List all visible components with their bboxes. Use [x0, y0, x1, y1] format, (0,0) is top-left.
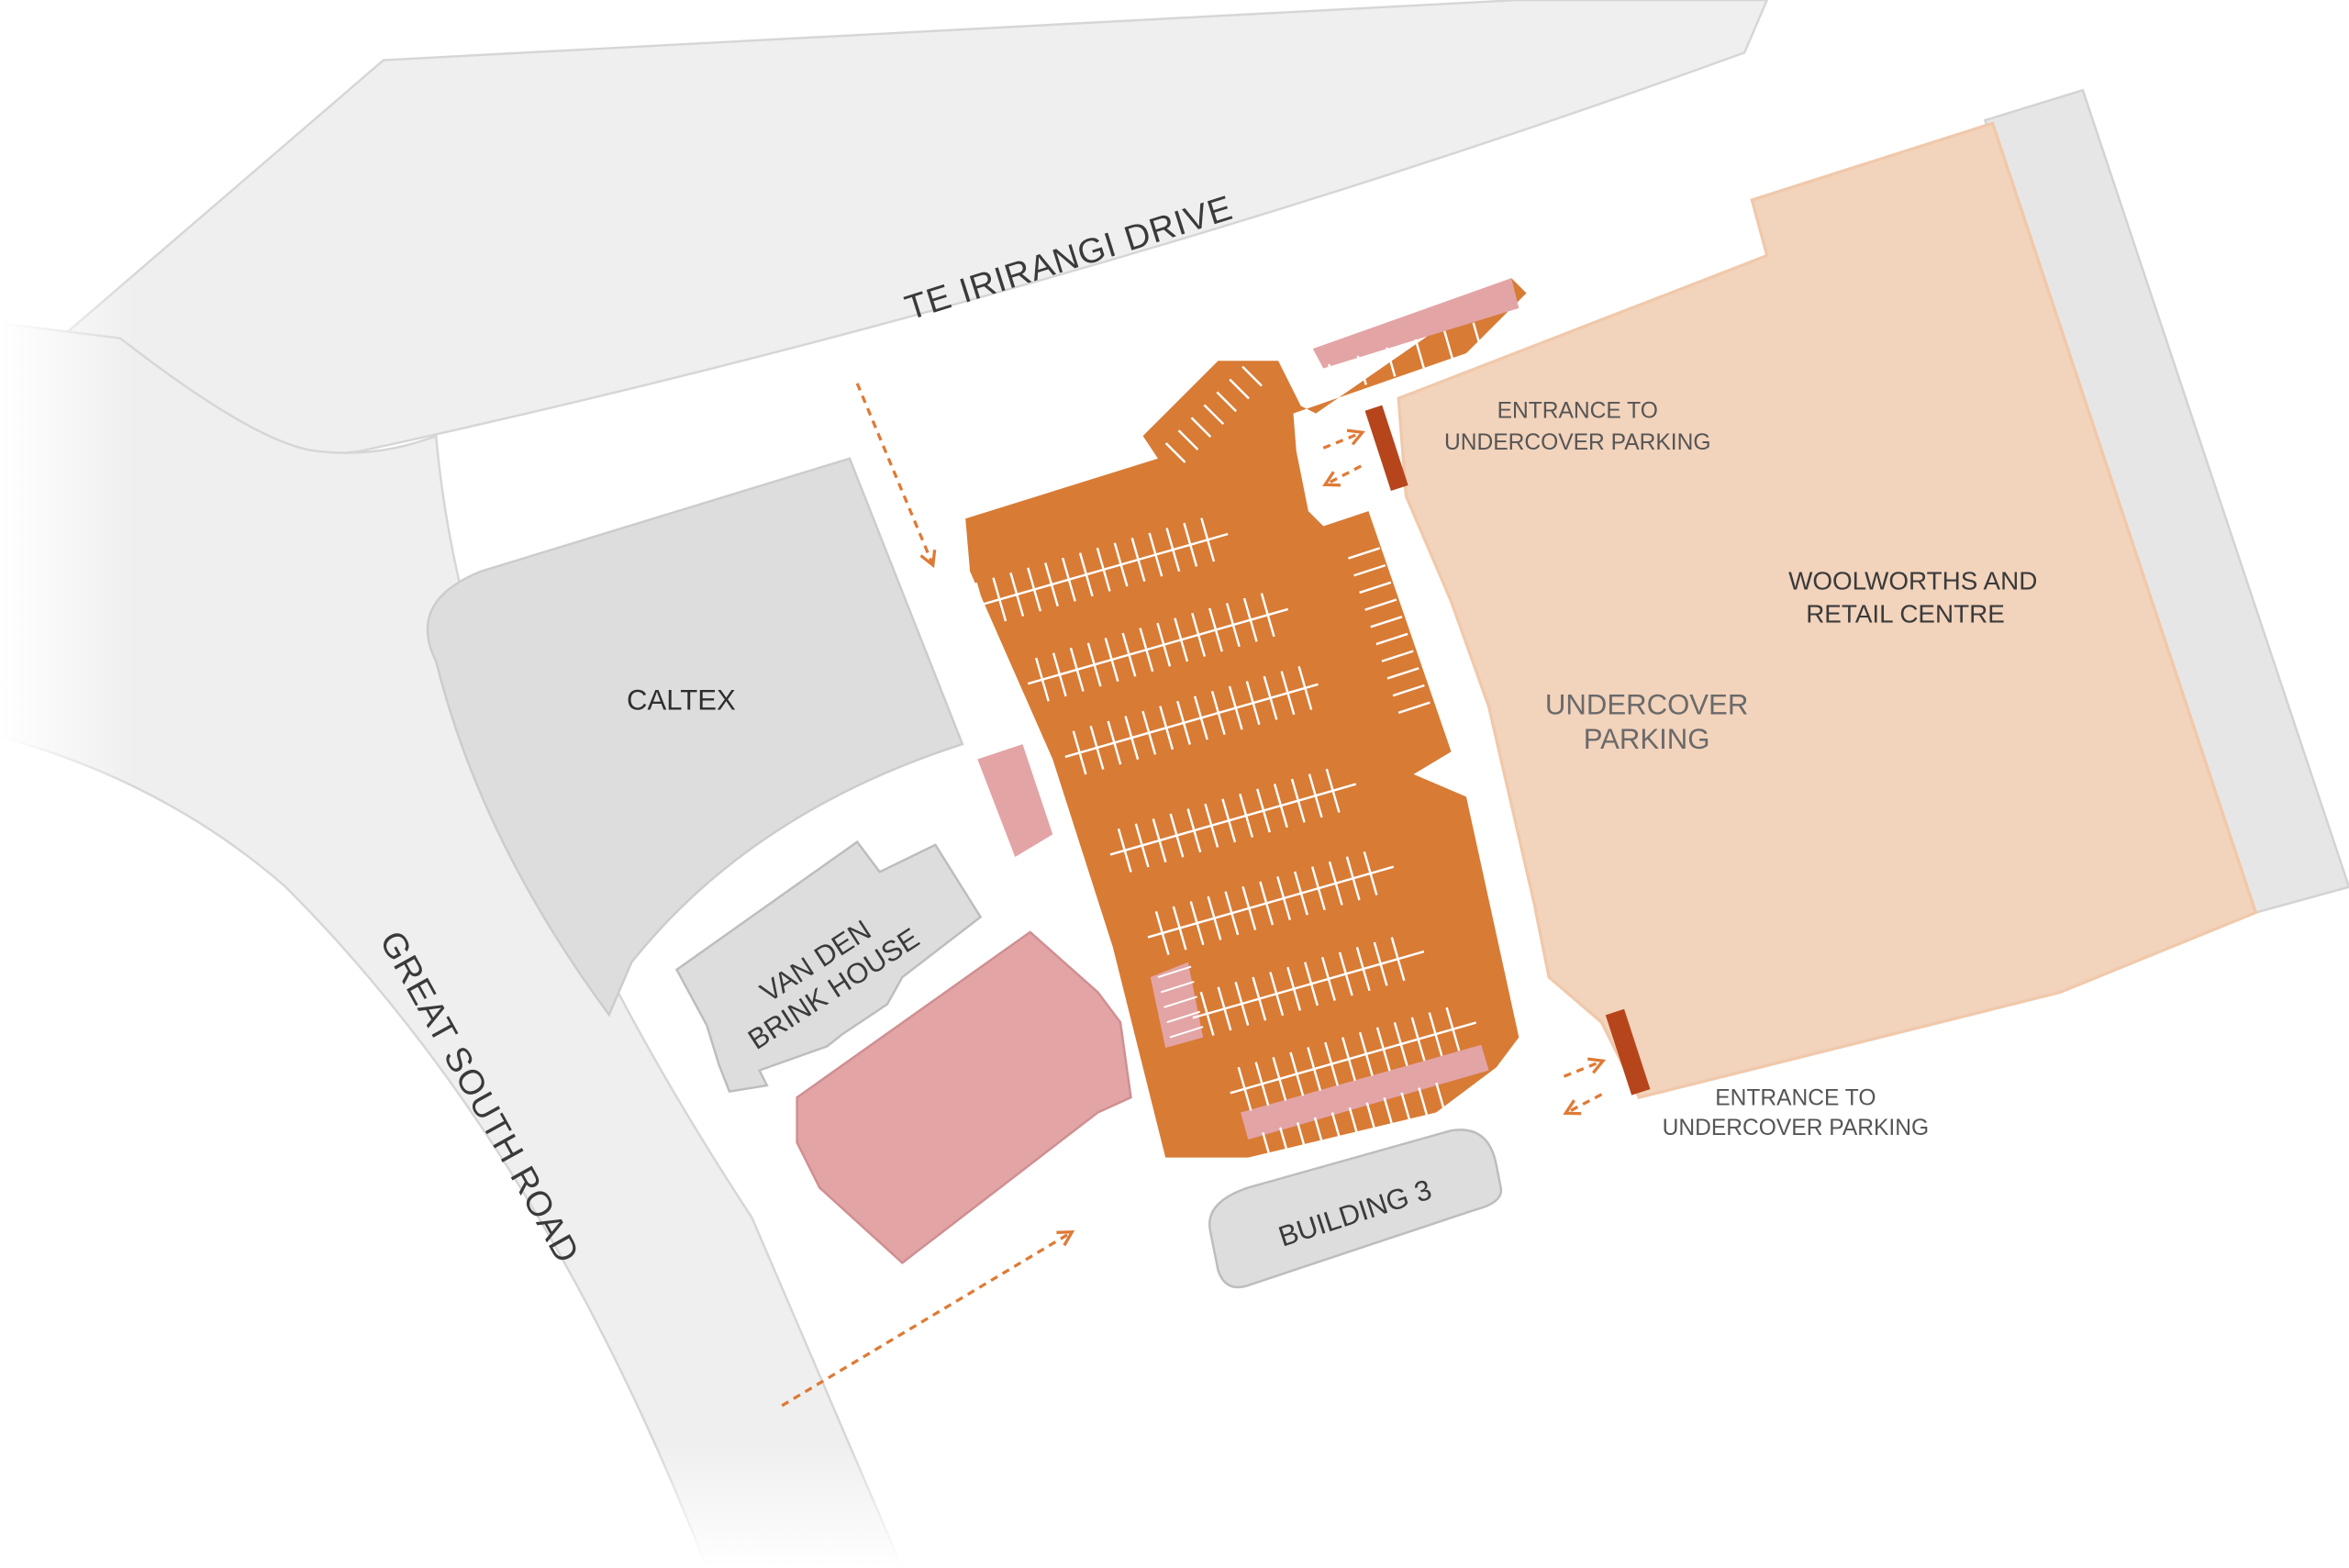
pink-parking-row-bottom	[1241, 1044, 1489, 1140]
access-arrows	[781, 383, 1603, 1407]
label-woolworths-line2: RETAIL CENTRE	[1806, 599, 2005, 628]
label-caltex: CALTEX	[627, 684, 736, 716]
arrow-from-te-irirangi	[855, 383, 932, 564]
parking-lot-surface	[965, 278, 1527, 1158]
arrow-bottom-out	[1567, 1093, 1603, 1113]
map-fade-left	[0, 225, 136, 857]
building-van-den-brink-house	[674, 840, 983, 1093]
entrance-bar-bottom	[1605, 1008, 1651, 1095]
arrow-top-in	[1322, 433, 1361, 450]
pink-building-large	[796, 930, 1132, 1264]
road-great-south-road	[0, 322, 904, 1568]
building-caltex	[426, 457, 964, 1018]
pink-parking-row-top	[1312, 278, 1520, 369]
label-undercover-line1: UNDERCOVER	[1545, 688, 1748, 720]
pink-areas	[796, 744, 1132, 1264]
label-entrance-top-line2: UNDERCOVER PARKING	[1444, 430, 1710, 455]
entrance-bar-top	[1364, 405, 1408, 491]
roads	[0, 0, 1769, 1568]
grey-buildings	[426, 457, 1503, 1289]
map-fade-bottom	[631, 1443, 963, 1568]
arrow-from-great-south-road	[781, 1233, 1071, 1407]
label-entrance-bottom-line2: UNDERCOVER PARKING	[1663, 1116, 1929, 1140]
arrow-top-out	[1327, 464, 1362, 484]
arrow-bottom-in	[1563, 1062, 1601, 1078]
label-entrance-top-line1: ENTRANCE TO	[1497, 399, 1658, 424]
label-entrance-bottom-line1: ENTRANCE TO	[1715, 1085, 1876, 1110]
woolworths-retail-centre	[1364, 88, 2349, 1100]
parking-lot	[965, 278, 1527, 1162]
parking-bays	[967, 322, 1483, 1162]
label-woolworths-line1: WOOLWORTHS AND	[1788, 566, 2037, 595]
building-3	[1208, 1129, 1503, 1289]
pink-building-small	[977, 744, 1053, 857]
label-undercover-line2: PARKING	[1584, 723, 1710, 755]
